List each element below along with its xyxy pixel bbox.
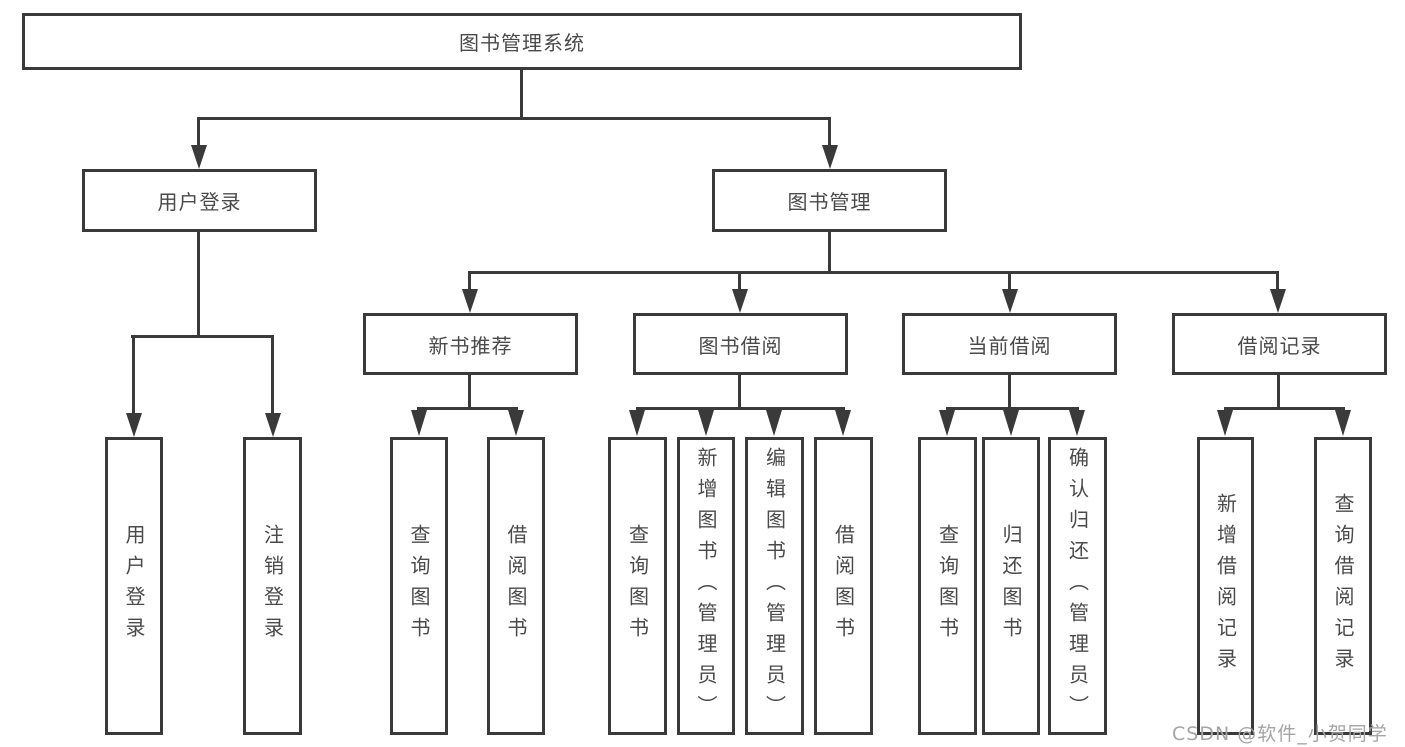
leaf-add-book-admin: 新增图书（管理员）	[677, 437, 735, 735]
leaf-label: 借阅图书	[831, 524, 856, 648]
connector-user-login-down	[197, 232, 200, 338]
arrowhead-user-login	[191, 145, 207, 169]
arrowhead-leaf	[1335, 410, 1351, 436]
connector-level1-bar	[197, 117, 831, 120]
node-label: 用户登录	[157, 190, 242, 214]
connector-new-book-bar	[417, 407, 518, 410]
leaf-query-books: 查询图书	[918, 437, 977, 735]
leaf-label: 用户登录	[122, 524, 146, 648]
node-label: 图书管理	[787, 190, 872, 214]
connector-new-book-down	[468, 375, 471, 410]
node-label: 当前借阅	[967, 333, 1052, 358]
arrowhead-leaf	[629, 410, 645, 436]
arrowhead-leaf	[766, 410, 782, 436]
node-book-management: 图书管理	[712, 169, 947, 232]
connector-book-borrow-down	[738, 375, 741, 410]
connector-current-borrow-down	[1008, 375, 1011, 410]
leaf-label: 查询图书	[625, 524, 650, 648]
leaf-label: 确认归还（管理员）	[1065, 446, 1090, 726]
connector-new-book-stem	[468, 274, 471, 290]
leaf-edit-book-admin: 编辑图书（管理员）	[745, 437, 804, 735]
leaf-borrow-books: 借阅图书	[487, 437, 545, 735]
arrowhead-leaf	[265, 413, 281, 437]
leaf-label: 查询借阅记录	[1331, 493, 1355, 679]
leaf-label: 编辑图书（管理员）	[762, 446, 787, 726]
connector-leaf-stem	[132, 338, 135, 414]
node-current-borrowing: 当前借阅	[902, 313, 1117, 375]
leaf-query-books: 查询图书	[608, 437, 667, 735]
arrowhead-leaf	[1217, 410, 1233, 436]
leaf-user-login: 用户登录	[105, 437, 163, 735]
connector-leaf-stem	[271, 338, 274, 414]
leaf-label: 查询图书	[935, 524, 960, 648]
arrowhead-leaf	[835, 410, 851, 436]
leaf-return-books: 归还图书	[982, 437, 1040, 735]
connector-user-login-bar	[131, 335, 274, 338]
connector-borrow-record-stem	[1276, 274, 1279, 290]
leaf-add-borrow-record: 新增借阅记录	[1197, 437, 1254, 735]
leaf-logout: 注销登录	[243, 437, 302, 735]
connector-book-borrow-bar	[636, 407, 845, 410]
connector-user-login-stem	[197, 120, 200, 147]
leaf-label: 归还图书	[999, 524, 1023, 648]
arrowhead-leaf	[1003, 410, 1019, 436]
arrowhead-leaf	[1069, 410, 1085, 436]
leaf-query-books: 查询图书	[390, 437, 448, 735]
connector-book-mgmt-stem	[828, 120, 831, 147]
arrowhead-current-borrow	[1002, 289, 1018, 313]
arrowhead-leaf	[126, 413, 142, 437]
node-user-login: 用户登录	[82, 169, 317, 232]
arrowhead-new-book-rec	[462, 289, 478, 313]
connector-level2-bar	[468, 271, 1279, 274]
leaf-label: 新增借阅记录	[1213, 493, 1238, 679]
leaf-query-borrow-record: 查询借阅记录	[1314, 437, 1372, 735]
node-borrowing-records: 借阅记录	[1172, 313, 1387, 375]
leaf-borrow-books: 借阅图书	[814, 437, 873, 735]
arrowhead-borrow-record	[1270, 289, 1286, 313]
connector-root-stem	[520, 70, 523, 120]
node-label: 新书推荐	[428, 333, 513, 358]
node-book-borrowing: 图书借阅	[633, 313, 848, 375]
node-label: 借阅记录	[1237, 333, 1322, 358]
node-label: 图书管理系统	[459, 31, 585, 55]
connector-book-mgmt-down	[828, 232, 831, 274]
leaf-label: 查询图书	[407, 524, 431, 648]
arrowhead-leaf	[411, 410, 427, 436]
leaf-label: 注销登录	[260, 524, 285, 648]
leaf-confirm-return-admin: 确认归还（管理员）	[1048, 437, 1107, 735]
leaf-label: 新增图书（管理员）	[694, 446, 718, 726]
csdn-watermark: CSDN @软件_小贺同学	[1172, 723, 1388, 745]
arrowhead-book-mgmt	[822, 145, 838, 169]
node-new-book-recommendation: 新书推荐	[363, 313, 578, 375]
arrowhead-book-borrow	[732, 289, 748, 313]
node-library-management-system: 图书管理系统	[22, 13, 1022, 70]
node-label: 图书借阅	[698, 333, 783, 358]
arrowhead-leaf	[698, 410, 714, 436]
connector-borrow-record-bar	[1224, 407, 1345, 410]
connector-current-borrow-stem	[1008, 274, 1011, 290]
arrowhead-leaf	[939, 410, 955, 436]
connector-current-borrow-bar	[946, 407, 1079, 410]
connector-book-borrow-stem	[738, 274, 741, 290]
connector-borrow-record-down	[1277, 375, 1280, 410]
arrowhead-leaf	[508, 410, 524, 436]
leaf-label: 借阅图书	[504, 524, 528, 648]
